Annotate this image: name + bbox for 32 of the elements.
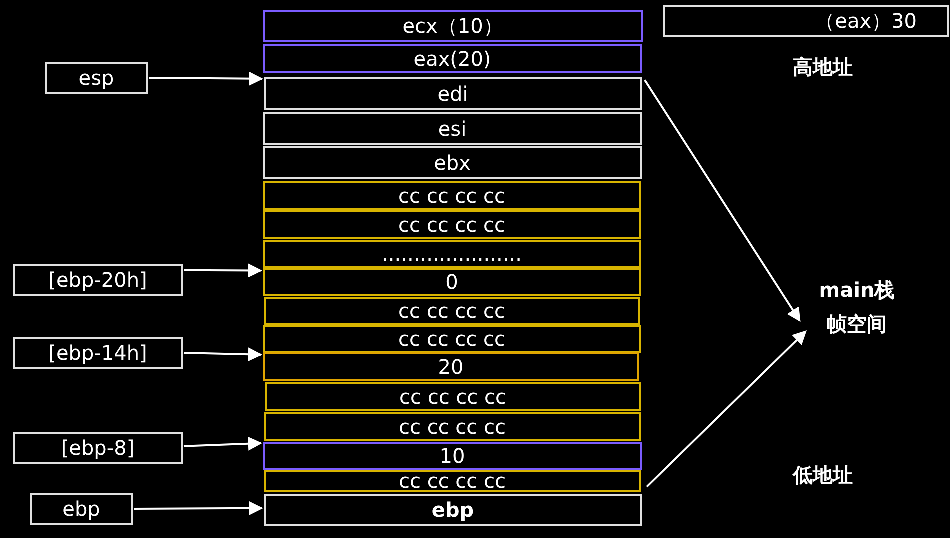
stack-cell: ......................: [263, 240, 641, 268]
arrow: [646, 330, 807, 488]
arrow: [184, 264, 262, 278]
stack-cell: esi: [263, 112, 642, 145]
pointer-box: [ebp-14h]: [13, 337, 183, 369]
stack-cell: cc cc cc cc: [264, 297, 640, 325]
stack-cell: eax(20): [263, 44, 642, 73]
arrow: [134, 501, 264, 516]
pointer-box: esp: [45, 62, 148, 94]
arrow: [148, 72, 264, 86]
arrow: [184, 348, 262, 362]
arrow: [644, 80, 801, 322]
stack-cell: ebx: [263, 146, 642, 179]
arrow: [184, 436, 262, 451]
address-label: 低地址: [793, 462, 853, 489]
stack-cell: ecx（10）: [263, 10, 643, 42]
pointer-box: ebp: [30, 493, 133, 525]
stack-cell: 10: [263, 442, 642, 470]
stack-cell: 20: [263, 352, 639, 381]
stack-cell: ebp: [264, 494, 642, 526]
stack-cell: cc cc cc cc: [263, 325, 641, 353]
stack-cell: cc cc cc cc: [264, 470, 641, 492]
stack-cell: cc cc cc cc: [263, 210, 641, 239]
pointer-box: [ebp-8]: [13, 432, 183, 464]
stack-cell: cc cc cc cc: [263, 181, 641, 210]
stack-cell: edi: [264, 77, 642, 110]
stack-cell: 0: [263, 268, 641, 296]
register-box: （eax）30: [663, 5, 949, 37]
address-label: 高地址: [793, 54, 853, 81]
stack-cell: cc cc cc cc: [265, 382, 641, 411]
stack-cell: cc cc cc cc: [264, 412, 641, 441]
pointer-box: [ebp-20h]: [13, 264, 183, 296]
